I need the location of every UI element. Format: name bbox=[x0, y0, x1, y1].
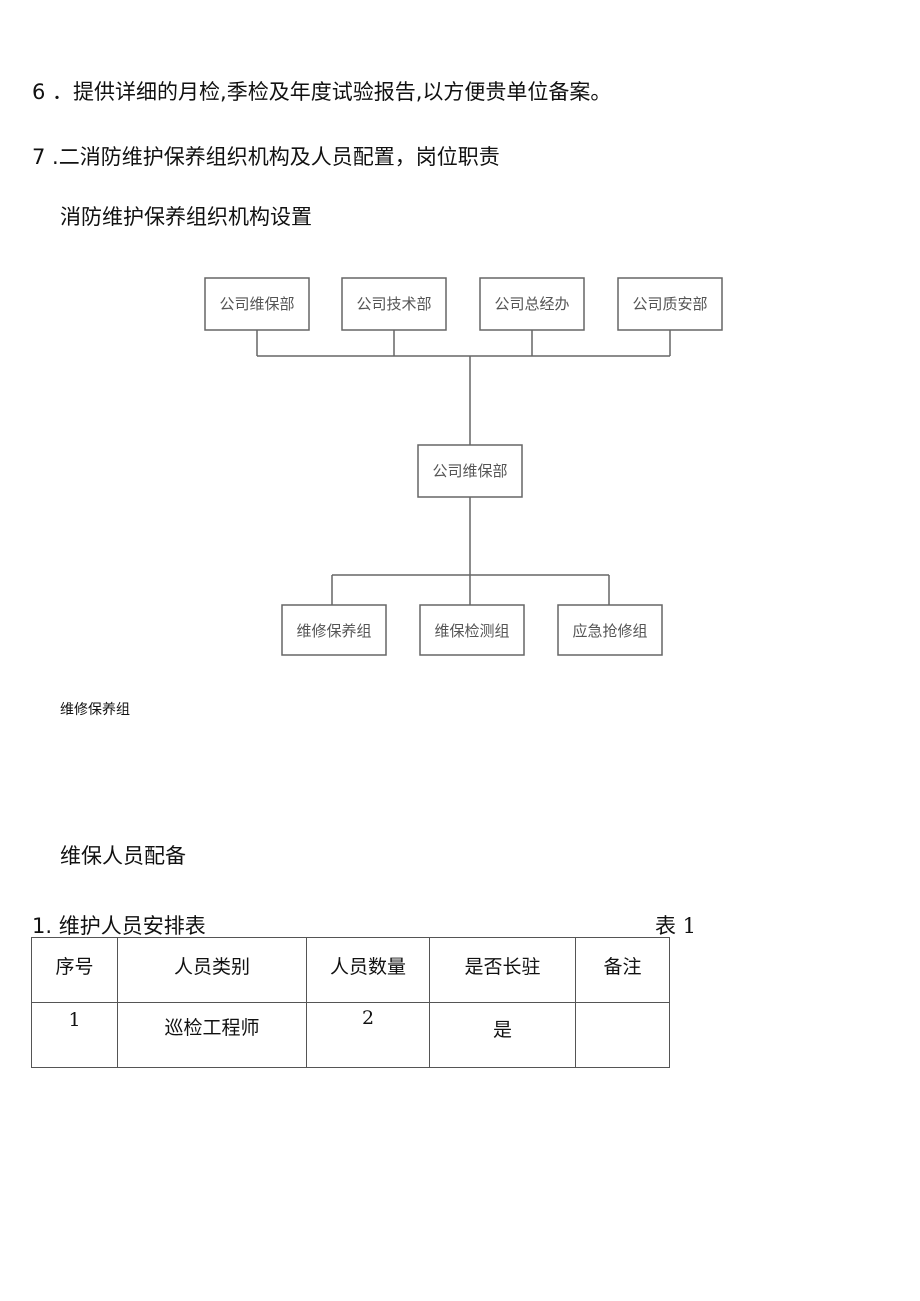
org-node-bottom-3: 应急抢修组 bbox=[572, 622, 647, 640]
table-cell: 1 bbox=[31, 1002, 118, 1068]
table-cell: 2 bbox=[306, 1002, 430, 1068]
org-section-title: 消防维护保养组织机构设置 bbox=[60, 205, 312, 229]
org-node-middle: 公司维保部 bbox=[432, 462, 507, 480]
table-cell bbox=[575, 1002, 670, 1068]
table-row: 1 巡检工程师 2 是 bbox=[31, 1002, 670, 1068]
org-box-bottom-1 bbox=[281, 604, 387, 656]
org-node-top-2: 公司技术部 bbox=[356, 295, 431, 313]
org-node-top-1: 公司维保部 bbox=[219, 295, 294, 313]
org-caption: 维修保养组 bbox=[60, 702, 130, 718]
item-6: 6 ．提供详细的月检,季检及年度试验报告,以方便贵单位备案。 bbox=[32, 80, 612, 104]
header-cell: 序号 bbox=[31, 937, 118, 1003]
header-cell: 人员类别 bbox=[117, 937, 307, 1003]
staff-section-title: 维保人员配备 bbox=[60, 844, 186, 868]
org-node-bottom-1: 维修保养组 bbox=[296, 622, 371, 640]
org-node-bottom-2: 维保检测组 bbox=[434, 622, 509, 640]
table-title: 1. 维护人员安排表 bbox=[32, 914, 206, 938]
table-cell: 是 bbox=[429, 1002, 576, 1068]
header-cell: 是否长驻 bbox=[429, 937, 576, 1003]
table-number: 表 1 bbox=[655, 914, 697, 938]
org-box-bottom-2 bbox=[419, 604, 525, 656]
item-7: 7 .二消防维护保养组织机构及人员配置，岗位职责 bbox=[32, 145, 500, 169]
table-header-row: 序号 人员类别 人员数量 是否长驻 备注 bbox=[31, 937, 670, 1003]
org-node-top-4: 公司质安部 bbox=[632, 295, 707, 313]
table-cell: 巡检工程师 bbox=[117, 1002, 307, 1068]
org-chart: 公司维保部 公司技术部 公司总经办 公司质安部 公司维保部 维修保养组 维保检测… bbox=[200, 270, 730, 665]
staff-table: 序号 人员类别 人员数量 是否长驻 备注 1 巡检工程师 2 是 bbox=[31, 937, 670, 1068]
header-cell: 备注 bbox=[575, 937, 670, 1003]
header-cell: 人员数量 bbox=[306, 937, 430, 1003]
org-box-bottom-3 bbox=[557, 604, 663, 656]
org-node-top-3: 公司总经办 bbox=[494, 295, 569, 313]
